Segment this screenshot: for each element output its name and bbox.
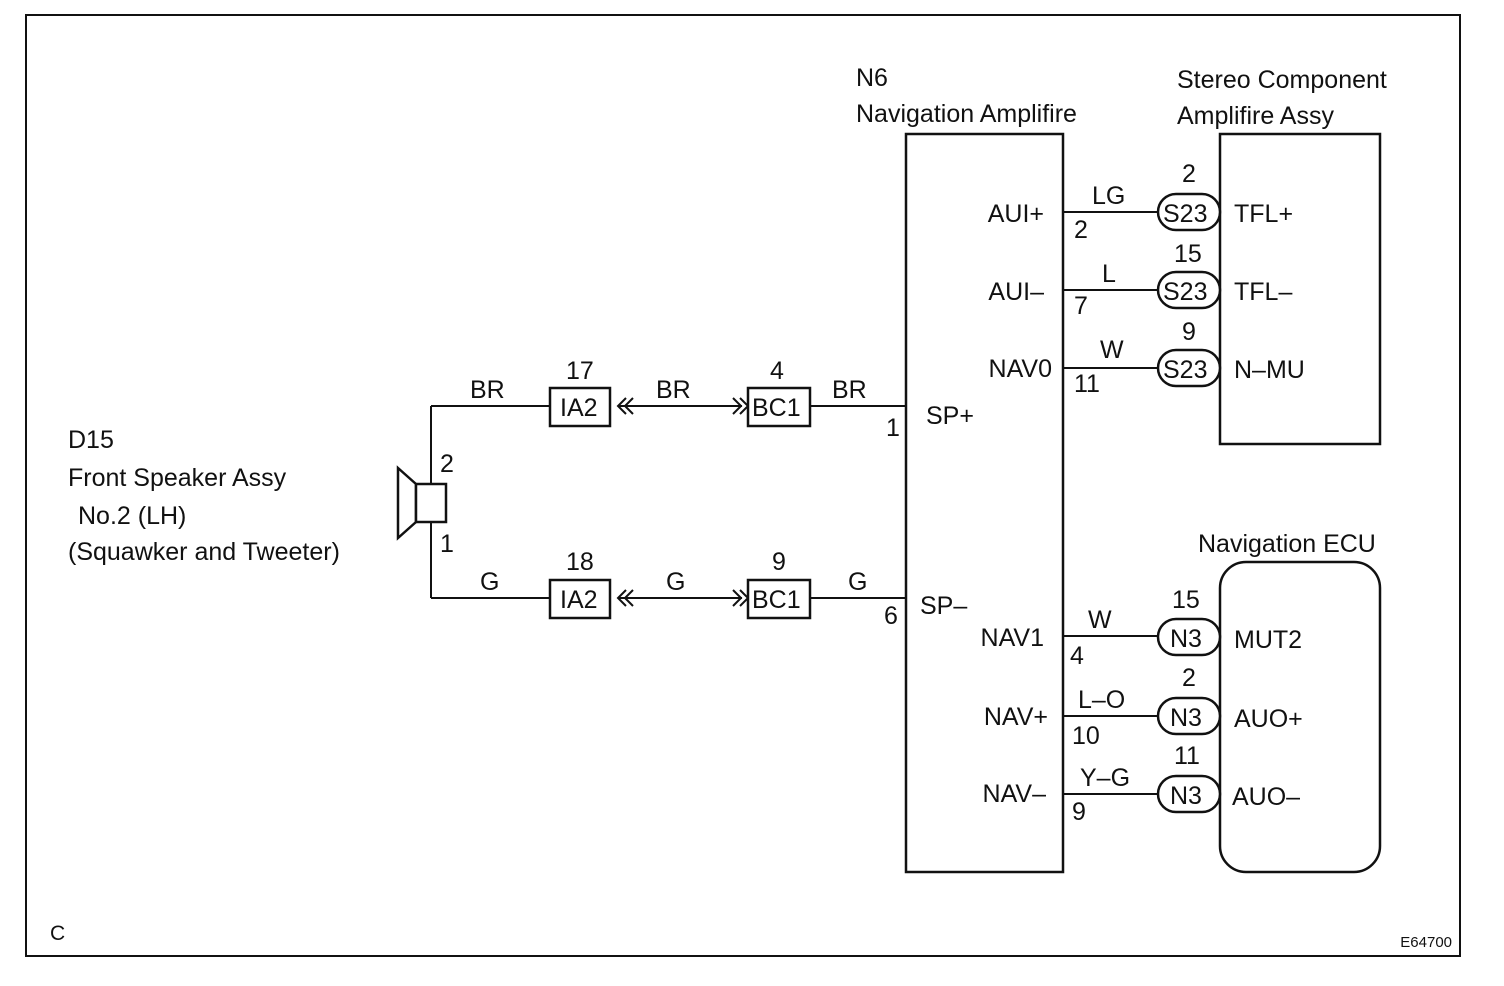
wire-color-label: G bbox=[480, 568, 499, 596]
speaker-name: Front Speaker Assy bbox=[68, 464, 287, 492]
connector-label: S23 bbox=[1163, 200, 1207, 228]
connector-s23 bbox=[1156, 192, 1222, 232]
stereo-component-amplifier: Stereo Component Amplifire Assy LG S23 2… bbox=[1063, 66, 1387, 446]
stereo-pin-tfl-minus: TFL– bbox=[1234, 278, 1292, 306]
connector-s23 bbox=[1156, 270, 1222, 310]
amp-pin-nav0: NAV0 bbox=[989, 355, 1052, 383]
connector-label: S23 bbox=[1163, 278, 1207, 306]
ecu-pin-auo-minus: AUO– bbox=[1232, 783, 1300, 811]
connector-label: IA2 bbox=[560, 586, 598, 614]
amp-pin-sp-minus: SP– bbox=[920, 592, 967, 620]
stereo-name-line1: Stereo Component bbox=[1177, 66, 1387, 94]
speaker-icon bbox=[396, 465, 448, 541]
corner-letter: C bbox=[50, 922, 65, 945]
wire-color-label: LG bbox=[1092, 182, 1125, 210]
wire-color-label: L bbox=[1102, 260, 1116, 288]
connector-pin-number: 11 bbox=[1174, 742, 1200, 770]
connector-label: S23 bbox=[1163, 356, 1207, 384]
amp-pin-num: 4 bbox=[1070, 642, 1084, 670]
connector-pin-number: 2 bbox=[1182, 160, 1196, 188]
connector-pin-number: 17 bbox=[566, 357, 594, 385]
connector-ia2-top bbox=[548, 386, 612, 428]
amp-pin-nav-minus: NAV– bbox=[983, 780, 1047, 808]
stereo-pin-tfl-plus: TFL+ bbox=[1234, 200, 1293, 228]
speaker-desc: (Squawker and Tweeter) bbox=[68, 538, 340, 566]
wire-color-label: BR bbox=[832, 376, 867, 404]
connector-n3 bbox=[1156, 696, 1222, 736]
connector-label: N3 bbox=[1170, 625, 1202, 653]
amp-pin-sp-plus: SP+ bbox=[926, 402, 974, 430]
amp-pin-num: 11 bbox=[1074, 370, 1100, 398]
connector-label: N3 bbox=[1170, 782, 1202, 810]
connector-pin-number: 9 bbox=[772, 548, 786, 576]
navigation-amplifier: N6 Navigation Amplifire AUI+ AUI– NAV0 S… bbox=[856, 64, 1100, 874]
amp-pin-aui-plus: AUI+ bbox=[988, 200, 1044, 228]
amp-code: N6 bbox=[856, 64, 888, 92]
connector-pin-number: 15 bbox=[1172, 586, 1200, 614]
ecu-pin-mut2: MUT2 bbox=[1234, 626, 1302, 654]
amp-pin-aui-minus: AUI– bbox=[988, 278, 1044, 306]
connector-label: IA2 bbox=[560, 394, 598, 422]
connector-label: N3 bbox=[1170, 704, 1202, 732]
wire-color-label: G bbox=[848, 568, 867, 596]
wire-color-label: W bbox=[1100, 336, 1124, 364]
amp-box bbox=[904, 132, 1065, 874]
wire-color-label: BR bbox=[656, 376, 691, 404]
amp-pin-num: 10 bbox=[1072, 722, 1100, 750]
connector-pin-number: 18 bbox=[566, 548, 594, 576]
connector-s23 bbox=[1156, 348, 1222, 388]
navigation-ecu: Navigation ECU W N3 15 MUT2 L–O N3 2 AUO… bbox=[1063, 530, 1382, 874]
wire-color-label: Y–G bbox=[1080, 764, 1130, 792]
stereo-box bbox=[1218, 132, 1382, 446]
stereo-name-line2: Amplifire Assy bbox=[1177, 102, 1334, 130]
amp-name: Navigation Amplifire bbox=[856, 100, 1077, 128]
amp-pin-num: 7 bbox=[1074, 292, 1088, 320]
amp-pin-nav-plus: NAV+ bbox=[984, 703, 1048, 731]
amp-pin-num: 1 bbox=[886, 414, 900, 442]
bottom-wire-run: G IA2 18 G BC1 9 G bbox=[431, 548, 906, 620]
connector-label: BC1 bbox=[752, 586, 801, 614]
wire-color-label: BR bbox=[470, 376, 505, 404]
speaker-block: D15 Front Speaker Assy No.2 (LH) (Squawk… bbox=[68, 426, 454, 566]
top-wire-run: BR IA2 17 BR BC1 4 BR bbox=[431, 357, 906, 428]
speaker-pin-bottom: 1 bbox=[440, 530, 454, 558]
wire-color-label: W bbox=[1088, 606, 1112, 634]
connector-pin-number: 9 bbox=[1182, 318, 1196, 346]
amp-pin-num: 2 bbox=[1074, 216, 1088, 244]
speaker-pin-top: 2 bbox=[440, 450, 454, 478]
amp-pin-num: 6 bbox=[884, 602, 898, 630]
connector-pin-number: 2 bbox=[1182, 664, 1196, 692]
connector-bc1-top bbox=[746, 386, 812, 428]
connector-ia2-bottom bbox=[548, 578, 612, 620]
ecu-name: Navigation ECU bbox=[1198, 530, 1376, 558]
connector-n3 bbox=[1156, 774, 1222, 814]
speaker-sub: No.2 (LH) bbox=[78, 502, 186, 530]
wire-color-label: G bbox=[666, 568, 685, 596]
connector-label: BC1 bbox=[752, 394, 801, 422]
stereo-pin-n-mu: N–MU bbox=[1234, 356, 1305, 384]
speaker-code: D15 bbox=[68, 426, 114, 454]
connector-pin-number: 4 bbox=[770, 357, 784, 385]
connector-pin-number: 15 bbox=[1174, 240, 1202, 268]
figure-code: E64700 bbox=[1400, 934, 1452, 951]
ecu-pin-auo-plus: AUO+ bbox=[1234, 705, 1303, 733]
amp-pin-nav1: NAV1 bbox=[981, 624, 1044, 652]
connector-n3 bbox=[1156, 617, 1222, 657]
wire-color-label: L–O bbox=[1078, 686, 1125, 714]
amp-pin-num: 9 bbox=[1072, 798, 1086, 826]
diagram-frame bbox=[25, 14, 1461, 957]
